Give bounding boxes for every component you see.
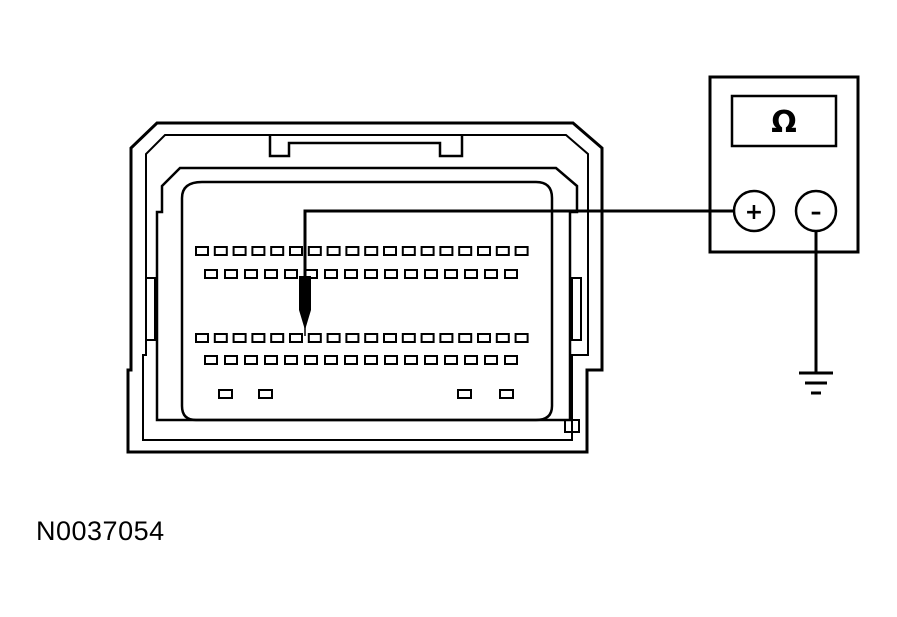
connector-pin: [244, 355, 258, 365]
connector-pin: [324, 355, 338, 365]
connector-pin: [384, 269, 398, 279]
connector-pin: [424, 269, 438, 279]
connector-bottom-pin: [457, 389, 472, 399]
connector-pin: [232, 246, 247, 256]
connector-pin: [424, 355, 438, 365]
negative-terminal-label: –: [811, 200, 822, 225]
connector-pin: [401, 246, 416, 256]
connector-pin: [224, 355, 238, 365]
connector-pin: [304, 355, 318, 365]
connector-pin: [307, 246, 322, 256]
connector-pin: [404, 355, 418, 365]
connector-pin: [504, 269, 518, 279]
connector-pin: [326, 333, 341, 343]
connector-pin: [289, 246, 303, 256]
connector-pin: [495, 333, 510, 343]
connector-bottom-pin: [499, 389, 514, 399]
connector-pin: [364, 355, 378, 365]
connector-outer-shell: [126, 121, 604, 454]
connector-pin: [345, 333, 360, 343]
connector-pin: [384, 355, 398, 365]
probe-tip: [299, 310, 311, 330]
connector-pin: [484, 269, 498, 279]
connector-pin: [444, 355, 458, 365]
connector-pin: [514, 333, 529, 343]
connector-pin: [420, 246, 435, 256]
corner-key: [564, 419, 580, 433]
connector-pin: [264, 355, 278, 365]
connector-pin: [439, 246, 454, 256]
connector-pin: [244, 269, 258, 279]
connector-bottom-pin: [258, 389, 273, 399]
connector-pin: [251, 333, 266, 343]
connector-pin: [326, 246, 341, 256]
connector-housing: [126, 121, 604, 454]
connector-pin: [345, 246, 360, 256]
connector-pin: [477, 333, 491, 343]
connector-pin: [477, 246, 491, 256]
connector-pin: [232, 333, 247, 343]
connector-pin: [364, 269, 378, 279]
positive-test-lead: [303, 209, 734, 280]
ohmmeter: Ω + –: [708, 75, 860, 254]
ohmmeter-display: [730, 94, 838, 148]
connector-pin: [204, 269, 218, 279]
connector-shroud: [155, 166, 579, 422]
connector-latch-tab: [268, 135, 464, 158]
connector-pin: [270, 333, 285, 343]
probe-handle: [299, 276, 311, 310]
connector-pin: [401, 333, 416, 343]
connector-pin: [364, 333, 379, 343]
connector-pin: [504, 355, 518, 365]
connector-pin: [458, 246, 473, 256]
connector-pin: [439, 333, 454, 343]
ohm-symbol: Ω: [771, 105, 797, 140]
connector-pin: [195, 246, 209, 256]
connector-pin: [364, 246, 379, 256]
connector-pin: [213, 246, 228, 256]
connector-pin: [464, 269, 478, 279]
connector-pin: [213, 333, 228, 343]
connector-pin: [484, 355, 498, 365]
connector-pin: [458, 333, 473, 343]
connector-pin: [344, 355, 358, 365]
test-probe: [299, 276, 311, 336]
connector-pin: [383, 246, 397, 256]
pin-field-outline: [180, 180, 554, 422]
connector-pin: [495, 246, 510, 256]
connector-pin: [404, 269, 418, 279]
figure-part-code: N0037054: [36, 516, 165, 546]
connector-pin: [383, 333, 397, 343]
right-key-rail: [571, 277, 582, 341]
connector-pin: [204, 355, 218, 365]
connector-pin: [224, 269, 238, 279]
connector-pin: [270, 246, 285, 256]
positive-terminal-label: +: [745, 200, 763, 225]
connector-pins: [195, 246, 529, 399]
connector-pin: [289, 333, 303, 343]
connector-pin: [195, 333, 209, 343]
connector-pin: [420, 333, 435, 343]
connector-pin: [344, 269, 358, 279]
connector-pin: [464, 355, 478, 365]
connector-pin: [284, 355, 298, 365]
ground-symbol: [799, 371, 833, 395]
connector-pin: [251, 246, 266, 256]
left-key-rail: [145, 277, 156, 341]
connector-pin: [324, 269, 338, 279]
connector-pin: [284, 269, 298, 279]
connector-pin: [264, 269, 278, 279]
connector-pin: [444, 269, 458, 279]
connector-pin: [514, 246, 529, 256]
connector-bottom-pin: [218, 389, 233, 399]
connector-pin: [307, 333, 322, 343]
